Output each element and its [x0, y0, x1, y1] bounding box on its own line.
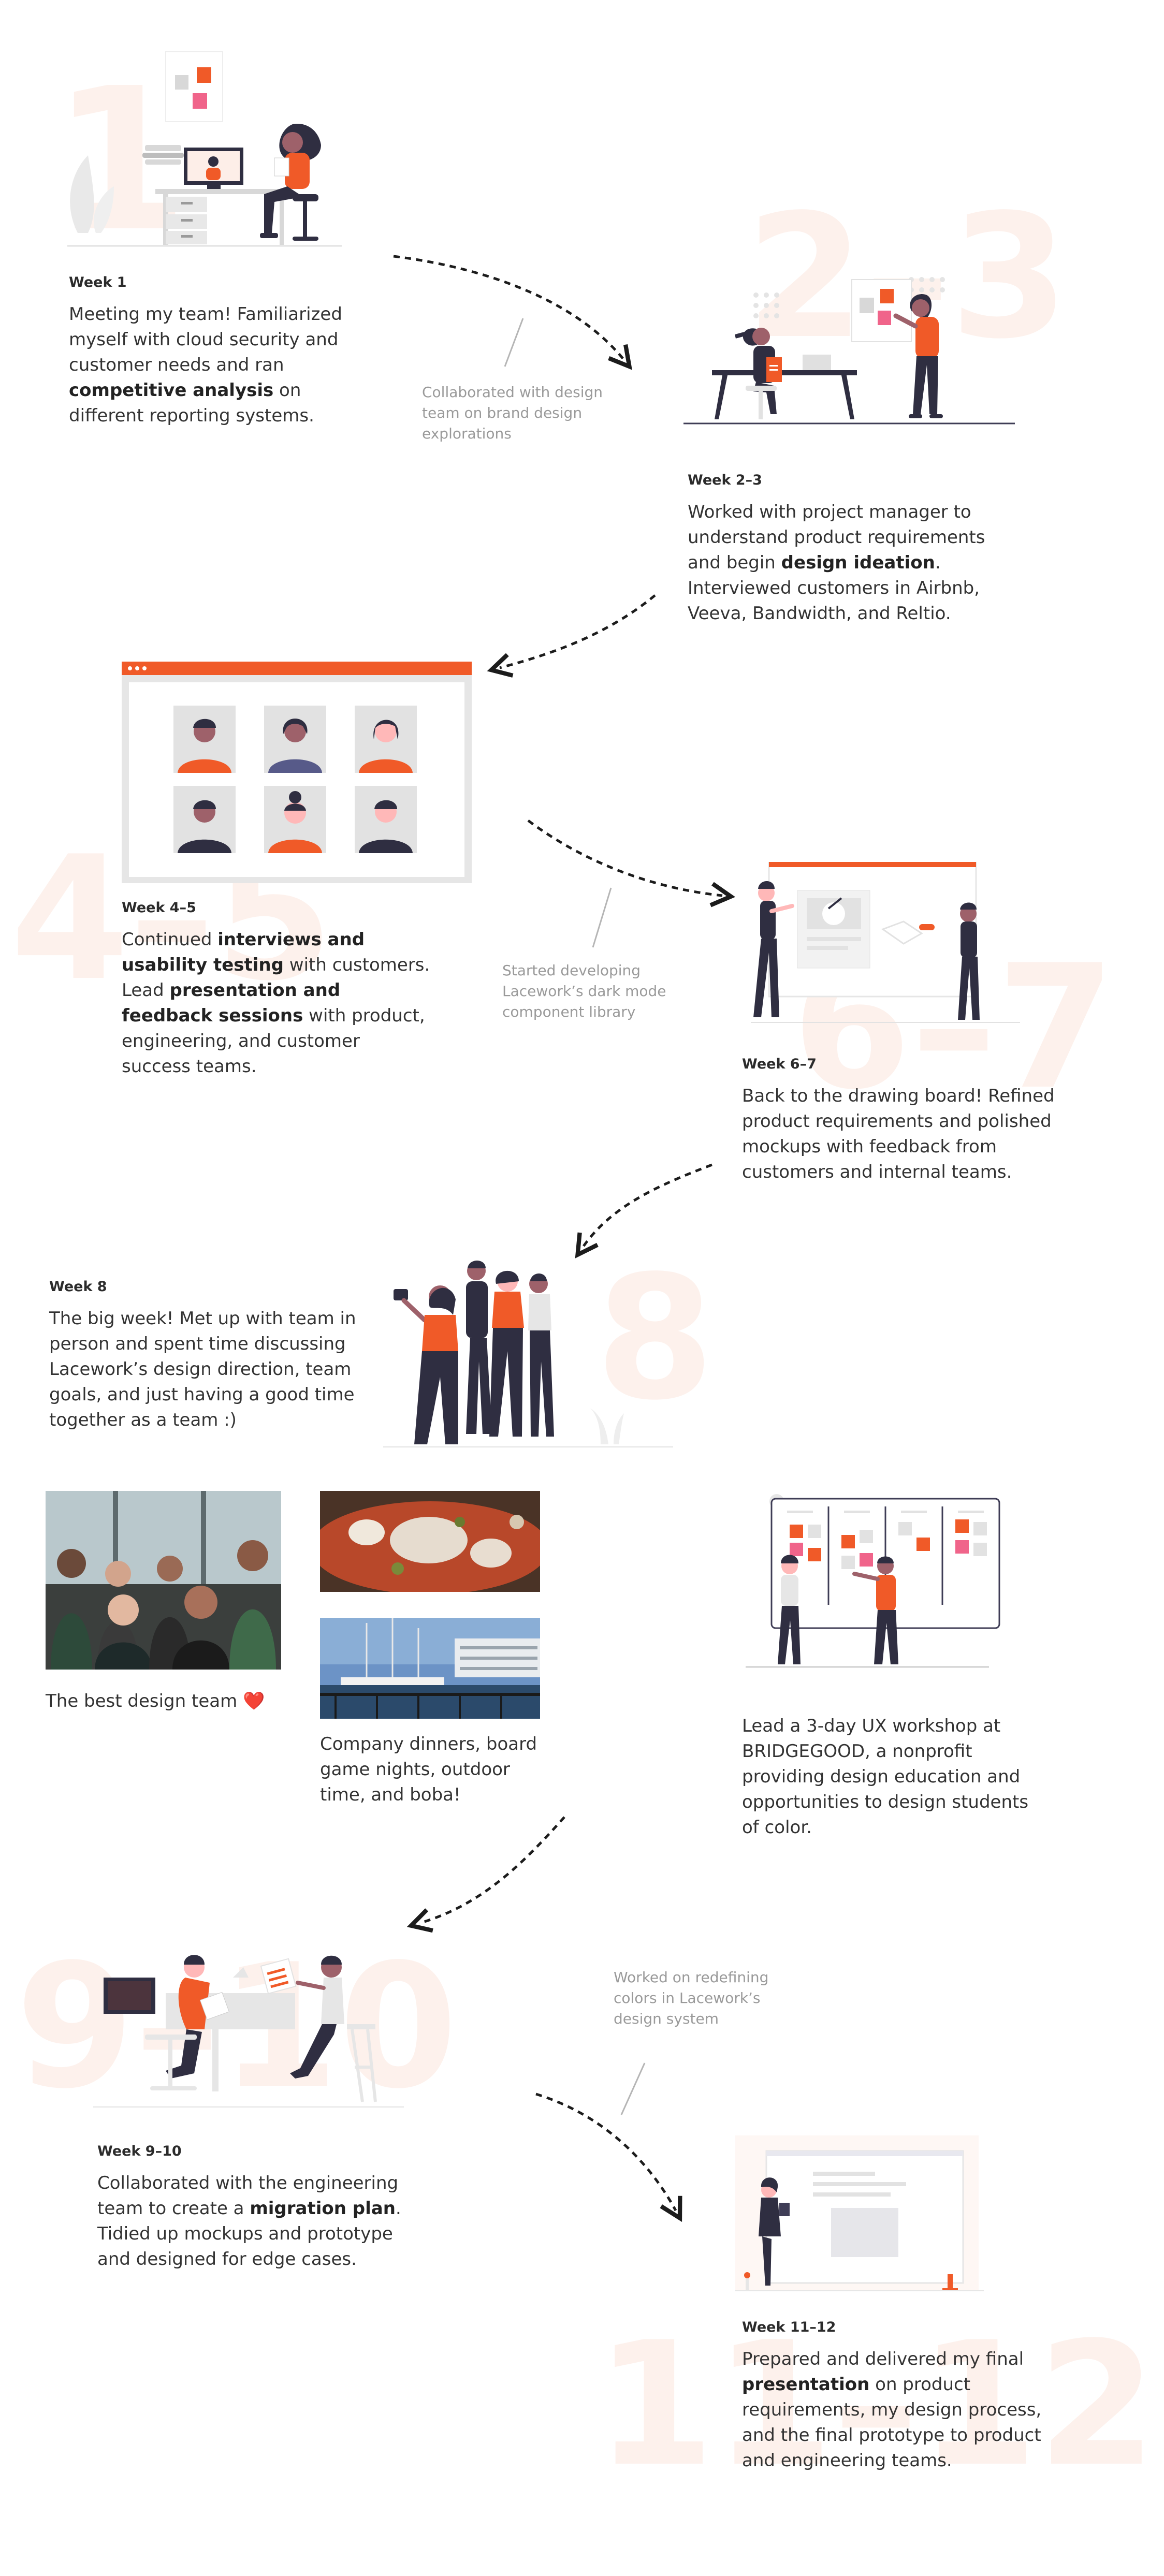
emphasis-text: interviews and usability testing [122, 929, 365, 975]
caption-bridgegood-workshop: Lead a 3-day UX workshop at BRIDGEGOOD, … [742, 1716, 1029, 1838]
week2-3-text: Worked with project manager to understan… [688, 500, 993, 626]
arrow-1 [393, 255, 624, 360]
caption-company-dinners: Company dinners, board game nights, outd… [320, 1734, 537, 1805]
week4-5-block: Week 4–5 Continued interviews and usabil… [122, 900, 432, 1079]
body-text: with customers. Lead [122, 955, 430, 1001]
week9-10-text: Collaborated with the engineering team t… [97, 2171, 418, 2272]
body-text: . Tidied up mockups and prototype and de… [97, 2198, 401, 2270]
bignum-week-11-12: 11–12 [595, 2305, 1157, 2504]
week11-12-presentation-illustration [735, 2135, 984, 2291]
week4-5-video-call-illustration [122, 662, 472, 883]
workshop-kanban-illustration [746, 1494, 1000, 1668]
body-text: Meeting my team! Familiarized myself wit… [69, 304, 342, 375]
body-text: Collaborated with the engineering team t… [97, 2173, 399, 2219]
body-text: with product, engineering, and customer … [122, 1005, 425, 1077]
video-tiles [173, 706, 417, 853]
week9-10-label: Week 9–10 [97, 2143, 182, 2159]
week11-12-text: Prepared and delivered my final presenta… [742, 2347, 1058, 2473]
dinner-photo [320, 1491, 540, 1592]
week6-7-block: Week 6–7 Back to the drawing board! Refi… [742, 1056, 1058, 1185]
marina-photo [320, 1618, 540, 1719]
emphasis-text: presentation and feedback sessions [122, 980, 341, 1026]
week8-label: Week 8 [49, 1279, 107, 1295]
arrow-5 [419, 1816, 565, 1923]
body-text: Continued [122, 929, 218, 950]
week2-3-label: Week 2–3 [688, 472, 762, 488]
week1-desk-illustration [67, 51, 342, 247]
note-design-system-colors: Worked on redefining colors in Lacework’… [614, 1969, 769, 2027]
week6-7-label: Week 6–7 [742, 1056, 817, 1072]
body-text: Back to the drawing board! Refined produ… [742, 1086, 1055, 1182]
arrow-4 [583, 1163, 712, 1248]
note-brand-design: Collaborated with design team on brand d… [422, 384, 603, 442]
week6-7-text: Back to the drawing board! Refined produ… [742, 1084, 1058, 1185]
arrow-2 [500, 594, 656, 668]
week11-12-label: Week 11–12 [742, 2319, 836, 2335]
week9-10-block: Week 9–10 Collaborated with the engineer… [97, 2143, 418, 2272]
week8-text: The big week! Met up with team in person… [49, 1306, 360, 1433]
emphasis-text: presentation [742, 2374, 870, 2395]
week11-12-block: Week 11–12 Prepared and delivered my fin… [742, 2319, 1058, 2473]
emphasis-text: migration plan [250, 2198, 396, 2219]
arrow-6 [535, 2092, 676, 2211]
note-dark-mode: Started developing Lacework’s dark mode … [502, 962, 666, 1020]
team-photo [46, 1491, 281, 1670]
week1-text: Meeting my team! Familiarized myself wit… [69, 302, 374, 429]
body-text: Worked with project manager to understan… [688, 502, 985, 573]
week2-3-ideation-illustration [683, 277, 1015, 425]
week1-block: Week 1 Meeting my team! Familiarized mys… [69, 274, 374, 429]
body-text: on different reporting systems. [69, 380, 314, 426]
week2-3-block: Week 2–3 Worked with project manager to … [688, 472, 993, 626]
body-text: on product requirements, my design proce… [742, 2374, 1042, 2471]
bignum-week-8: 8 [595, 1239, 715, 1438]
week4-5-text: Continued interviews and usability testi… [122, 927, 432, 1079]
body-text: The big week! Met up with team in person… [49, 1308, 356, 1430]
week4-5-label: Week 4–5 [122, 900, 196, 916]
emphasis-text: competitive analysis [69, 380, 274, 401]
body-text: Prepared and delivered my final [742, 2349, 1024, 2369]
week1-label: Week 1 [69, 274, 127, 290]
week9-10-engineering-illustration [93, 1955, 404, 2107]
emphasis-text: design ideation [781, 552, 935, 573]
week8-team-selfie-illustration [383, 1261, 673, 1447]
arrow-3 [527, 819, 722, 896]
body-text: . Interviewed customers in Airbnb, Veeva… [688, 552, 980, 624]
week6-7-mockup-illustration [751, 862, 1020, 1023]
week8-block: Week 8 The big week! Met up with team in… [49, 1279, 360, 1433]
caption-design-team: The best design team ❤️ [46, 1691, 265, 1711]
